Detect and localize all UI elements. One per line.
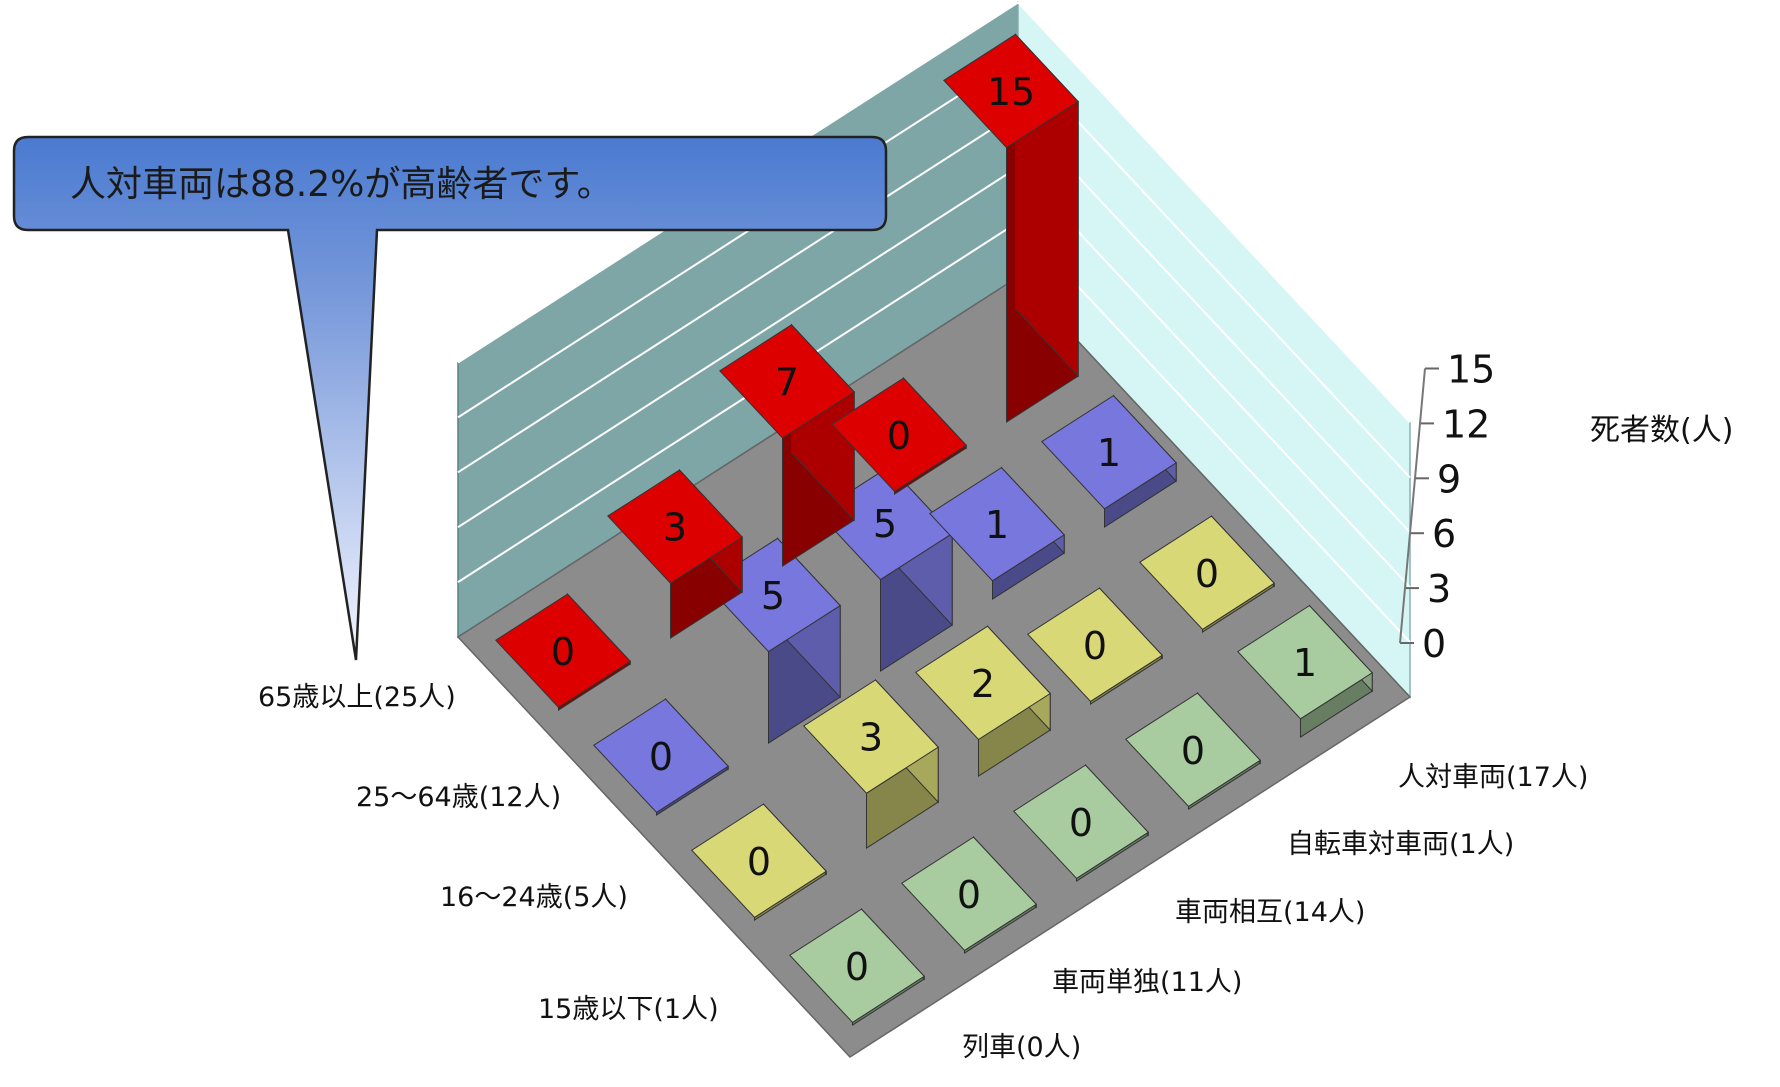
bar: 0 <box>593 697 729 817</box>
type-label-pedestrian-vehicle: 人対車両(17人) <box>1398 762 1589 793</box>
bar: 0 <box>495 592 631 712</box>
bar: 0 <box>1139 514 1275 634</box>
bar: 0 <box>901 835 1037 955</box>
z-tick-label: 15 <box>1447 348 1495 392</box>
bar-value-label: 0 <box>1069 801 1093 845</box>
bar-value-label: 3 <box>663 506 687 550</box>
bar-value-label: 0 <box>1181 729 1205 773</box>
callout-text: 人対車両は88.2%が高齢者です。 <box>70 164 613 205</box>
z-tick-label: 9 <box>1437 457 1461 501</box>
bar-top-face <box>719 324 855 439</box>
type-label-vehicle-vehicle: 車両相互(14人) <box>1175 897 1366 928</box>
grid-line <box>457 1 1411 424</box>
bar-value-label: 5 <box>761 574 785 618</box>
bar-top-face <box>1139 515 1275 631</box>
bar-top-face <box>691 803 827 919</box>
bar: 3 <box>803 678 939 850</box>
bar-top-face <box>1041 394 1177 510</box>
bar-top-face <box>593 698 729 814</box>
bar-top-face <box>803 679 939 794</box>
bar-top-face <box>929 466 1065 582</box>
bar-value-label: 2 <box>971 662 995 706</box>
bar: 7 <box>719 323 855 568</box>
bar: 0 <box>789 907 925 1027</box>
bar: 0 <box>691 802 827 922</box>
type-label-train: 列車(0人) <box>962 1032 1082 1063</box>
bar-value-label: 3 <box>859 716 883 760</box>
bar-value-label: 0 <box>887 414 911 458</box>
bar-top-face <box>1125 692 1261 808</box>
bar-top-face <box>495 593 631 709</box>
bar-top-face <box>915 625 1051 741</box>
age-label-16-24: 16～24歳(5人) <box>440 882 628 913</box>
bar-top-face <box>1237 604 1373 720</box>
bar: 15 <box>943 33 1079 424</box>
bar-top-face <box>1013 764 1149 880</box>
bar: 0 <box>1027 586 1163 706</box>
bar-value-label: 1 <box>1097 431 1121 475</box>
bar-value-label: 0 <box>1083 624 1107 668</box>
bars: 0 0 0 0 1 0 3 2 0 0 0 5 5 1 1 0 3 7 0 15 <box>495 33 1373 1027</box>
bar-top-face <box>831 377 967 493</box>
bar-value-label: 1 <box>1293 641 1317 685</box>
age-label-15-under: 15歳以下(1人) <box>538 994 719 1025</box>
bar: 1 <box>929 466 1065 601</box>
age-label-25-64: 25～64歳(12人) <box>356 782 562 813</box>
z-tick-label: 0 <box>1422 622 1446 666</box>
bar-value-label: 15 <box>987 70 1035 114</box>
z-tick-label: 6 <box>1432 512 1456 556</box>
bar-top-face <box>943 33 1079 149</box>
bar-value-label: 0 <box>957 873 981 917</box>
bar: 2 <box>915 625 1051 778</box>
bar-top-face <box>789 908 925 1024</box>
bar: 0 <box>1125 691 1261 811</box>
z-axis-title: 死者数(人) <box>1590 413 1734 448</box>
type-label-bicycle-vehicle: 自転車対車両(1人) <box>1287 829 1515 860</box>
bar-value-label: 5 <box>873 502 897 546</box>
age-label-65-plus: 65歳以上(25人) <box>258 682 456 713</box>
bar-value-label: 0 <box>1195 552 1219 596</box>
bar-value-label: 0 <box>747 840 771 884</box>
bar-top-face <box>607 469 743 584</box>
z-tick-label: 12 <box>1442 402 1490 446</box>
bar-value-label: 7 <box>775 360 799 404</box>
bar-top-face <box>901 836 1037 952</box>
z-axis: 0 3 6 9 12 15 <box>1399 348 1495 666</box>
z-tick-label: 3 <box>1427 567 1451 611</box>
bar-value-label: 1 <box>985 503 1009 547</box>
bar: 0 <box>831 376 967 496</box>
callout-bubble <box>12 135 888 661</box>
type-label-single-vehicle: 車両単独(11人) <box>1052 967 1243 998</box>
bar-value-label: 0 <box>551 630 575 674</box>
bar-top-face <box>1027 587 1163 703</box>
bar-value-label: 0 <box>649 735 673 779</box>
bar: 1 <box>1237 604 1373 739</box>
bar: 1 <box>1041 394 1177 529</box>
bar-value-label: 0 <box>845 945 869 989</box>
bar: 0 <box>1013 763 1149 883</box>
z-axis-line <box>1399 368 1426 644</box>
bar: 3 <box>607 468 743 640</box>
